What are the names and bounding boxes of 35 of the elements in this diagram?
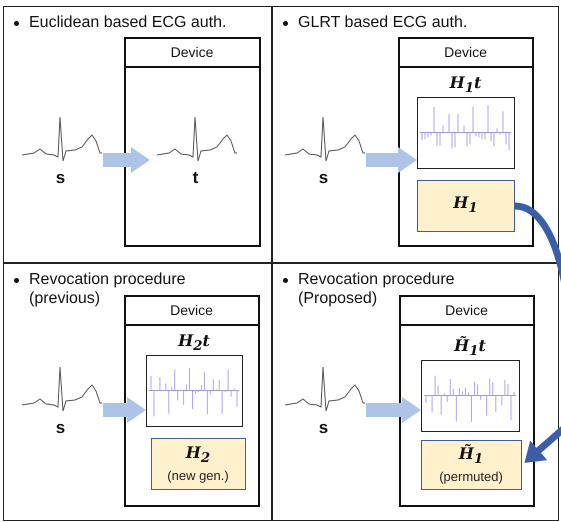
key-symbol: H̃$_{1}$ — [458, 444, 484, 470]
signal-label: s — [318, 418, 328, 436]
device-box — [398, 36, 534, 246]
panel-frame — [3, 6, 272, 263]
panel-frame — [272, 263, 559, 521]
arrow — [366, 147, 417, 173]
signal-label: s — [318, 168, 328, 186]
key-symbol: H$_{2}$ — [186, 442, 210, 468]
signal-label: t — [192, 168, 198, 186]
plot-title: H$_{1}$t — [448, 72, 482, 96]
plot-title: H$_{2}$t — [176, 330, 211, 354]
device-header: Device — [126, 296, 258, 326]
key-note: (new gen.) — [167, 468, 229, 484]
key-note: (permuted) — [439, 469, 503, 486]
panel-frame — [272, 6, 559, 263]
arrow — [103, 397, 146, 423]
device-box — [124, 36, 260, 246]
signal-label: s — [56, 418, 66, 436]
panel-frame — [3, 263, 272, 521]
device-box — [398, 294, 534, 506]
panel-heading: Euclidean based ECG auth. — [29, 13, 228, 32]
panel-heading: GLRT based ECG auth. — [298, 13, 468, 32]
device-header: Device — [126, 38, 258, 68]
plot-title: H̃$_{1}$t — [452, 336, 487, 359]
signal-label: s — [56, 168, 66, 186]
device-box — [124, 294, 260, 506]
key-box — [420, 440, 522, 490]
key-box — [416, 180, 514, 232]
device-header: Device — [400, 296, 532, 326]
device-header: Device — [400, 38, 532, 68]
arrow — [103, 147, 150, 173]
key-symbol: H$_{1}$ — [453, 192, 478, 218]
arrow — [366, 397, 421, 423]
key-box — [150, 438, 246, 490]
arrow — [514, 202, 561, 463]
